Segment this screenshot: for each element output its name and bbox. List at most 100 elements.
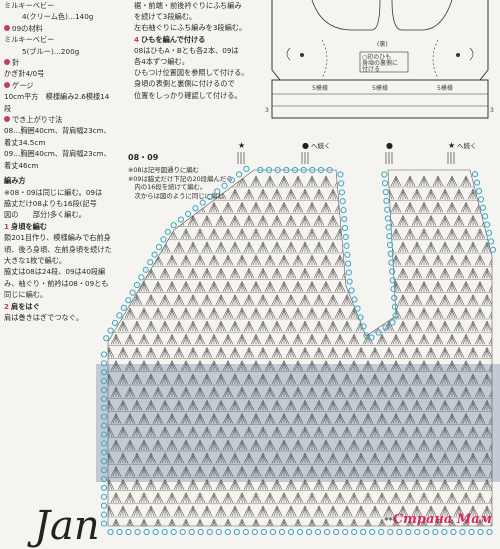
stitch-mark bbox=[362, 307, 374, 319]
stitch-mark bbox=[201, 399, 213, 411]
stitch-mark bbox=[453, 188, 465, 200]
stitch-mark bbox=[222, 280, 234, 292]
edge-front-v bbox=[391, 303, 399, 310]
edge-front-v bbox=[344, 251, 351, 258]
instruction-line: 肩は巻きはぎでつなぐ。 bbox=[4, 312, 128, 323]
stitch-mark bbox=[208, 280, 220, 292]
stitch-mark bbox=[138, 492, 150, 503]
stitch-mark bbox=[222, 518, 234, 526]
edge-shoulder-left bbox=[326, 166, 333, 174]
edge-left-side bbox=[100, 360, 108, 367]
stitch-mark bbox=[369, 241, 381, 253]
stitch-mark bbox=[488, 201, 492, 213]
stitch-mark bbox=[432, 360, 444, 371]
edge-front-v bbox=[345, 269, 352, 276]
edge-left-side bbox=[100, 458, 108, 465]
stitch-mark bbox=[439, 346, 451, 358]
stitch-mark bbox=[166, 307, 178, 319]
stitch-mark bbox=[496, 216, 500, 226]
instruction-text: 脇丈は08は24段、09は40段編 bbox=[4, 267, 106, 277]
stitch-mark bbox=[460, 518, 472, 526]
stitch-mark bbox=[313, 346, 325, 358]
edge-bottom bbox=[242, 528, 249, 536]
stitch-mark bbox=[159, 294, 171, 305]
stitch-mark bbox=[334, 412, 346, 424]
stitch-mark bbox=[334, 333, 346, 345]
stitch-mark bbox=[124, 492, 136, 503]
stitch-mark bbox=[131, 373, 143, 385]
edge-left-neck bbox=[185, 210, 192, 218]
stitch-mark bbox=[117, 452, 129, 464]
stitch-mark bbox=[180, 412, 192, 424]
stitch-mark bbox=[432, 333, 444, 345]
stitch-mark bbox=[166, 465, 178, 477]
marker-symbol: ★ bbox=[238, 141, 245, 150]
stitch-mark bbox=[460, 333, 472, 345]
stitch-mark bbox=[397, 320, 409, 332]
edge-bottom bbox=[287, 528, 295, 536]
stitch-mark bbox=[292, 360, 304, 371]
stitch-mark bbox=[390, 439, 402, 451]
stitch-mark bbox=[222, 201, 234, 213]
edge-bottom bbox=[387, 528, 394, 536]
stitch-mark bbox=[397, 452, 409, 464]
edge-front-v bbox=[384, 215, 391, 222]
stitch-mark bbox=[243, 214, 255, 226]
stitch-mark bbox=[187, 373, 199, 385]
edge-bottom bbox=[296, 528, 304, 536]
stitch-mark bbox=[117, 241, 129, 253]
stitch-mark bbox=[397, 267, 409, 279]
stitch-mark bbox=[362, 412, 374, 424]
stitch-mark bbox=[285, 452, 297, 464]
instruction-line: 段 bbox=[4, 103, 128, 114]
stitch-mark bbox=[110, 465, 122, 477]
stitch-mark bbox=[299, 426, 311, 437]
stitch-mark bbox=[313, 241, 325, 253]
stitch-mark bbox=[446, 201, 458, 213]
stitch-mark bbox=[439, 188, 451, 200]
stitch-mark bbox=[243, 267, 255, 279]
stitch-mark bbox=[229, 373, 241, 385]
stitch-mark bbox=[243, 452, 255, 464]
stitch-mark bbox=[411, 346, 423, 358]
stitch-mark bbox=[327, 267, 339, 279]
edge-bottom bbox=[396, 528, 403, 536]
stitch-mark bbox=[369, 399, 381, 411]
stitch-mark bbox=[404, 307, 416, 319]
garment-schematic: (裏) ○印のひも 身頃の裏側に 付ける 5模様 5模様 5模様 3 3 bbox=[262, 0, 498, 132]
stitch-mark bbox=[250, 412, 262, 424]
edge-bottom bbox=[116, 528, 123, 536]
edge-left-neck bbox=[147, 259, 154, 266]
stitch-mark bbox=[292, 254, 304, 266]
edge-left-side bbox=[100, 422, 108, 429]
stitch-mark bbox=[369, 373, 381, 385]
edge-left-neck bbox=[120, 304, 127, 311]
bullet-marker bbox=[4, 81, 10, 88]
logo-text: Страна Мам bbox=[392, 512, 492, 527]
stitch-mark bbox=[257, 294, 269, 305]
edge-bottom bbox=[206, 528, 213, 536]
stitch-mark bbox=[411, 188, 423, 200]
edge-front-v bbox=[375, 329, 382, 336]
stitch-mark bbox=[208, 465, 220, 477]
stitch-mark bbox=[418, 465, 430, 477]
stitch-mark bbox=[271, 294, 283, 305]
stitch-mark bbox=[215, 320, 227, 332]
stitch-mark bbox=[229, 478, 241, 490]
stitch-mark bbox=[117, 346, 129, 358]
stitch-mark bbox=[418, 175, 430, 187]
edge-front-v bbox=[385, 224, 392, 231]
edge-left-side bbox=[100, 449, 108, 456]
stitch-mark bbox=[152, 333, 164, 345]
stitch-mark bbox=[166, 333, 178, 345]
stitch-mark bbox=[341, 373, 353, 385]
stitch-mark bbox=[257, 399, 269, 411]
stitch-mark bbox=[348, 518, 360, 526]
stitch-mark bbox=[369, 452, 381, 464]
stitch-mark bbox=[271, 267, 283, 279]
stitch-mark bbox=[194, 333, 206, 345]
edge-right-armhole bbox=[483, 221, 491, 228]
stitch-mark bbox=[313, 373, 325, 385]
stitch-mark bbox=[229, 241, 241, 253]
stitch-mark bbox=[313, 320, 325, 332]
